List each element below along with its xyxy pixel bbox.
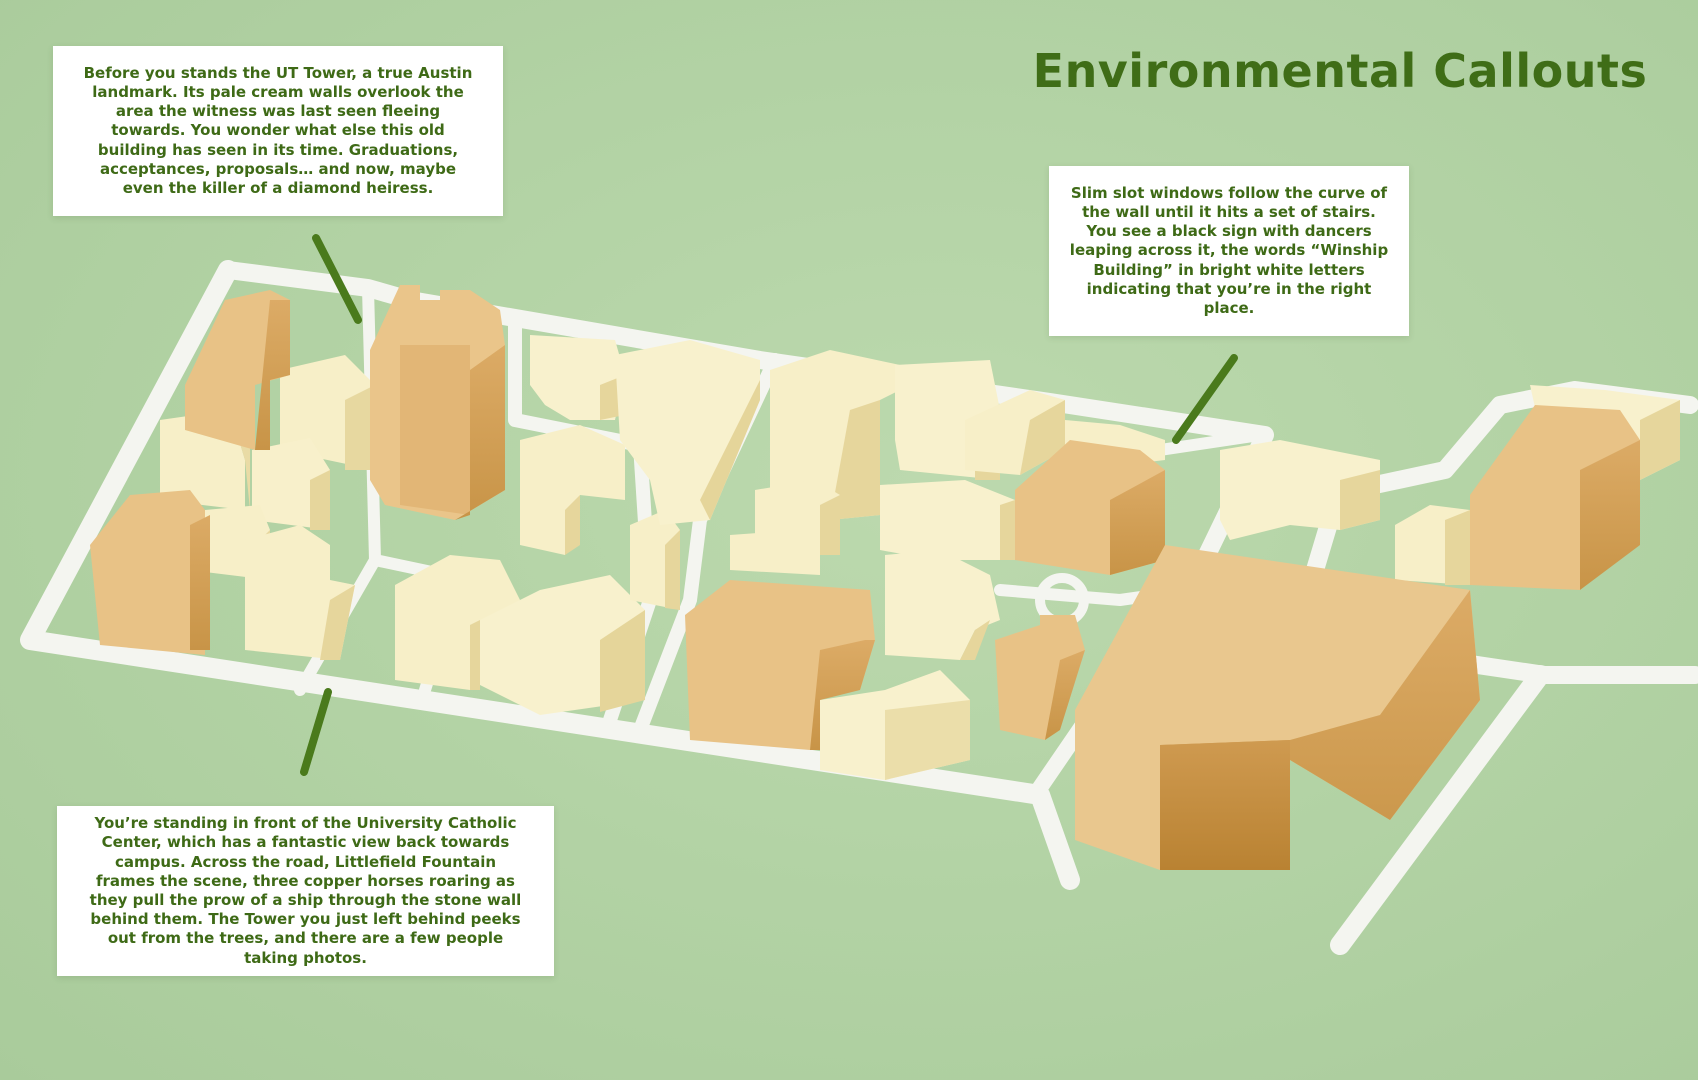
callout-text: Slim slot windows follow the curve of th… [1069,183,1389,317]
pointer-winship [1172,354,1238,444]
building [1220,440,1380,540]
callout-pointers [300,234,1238,776]
callout-text: Before you stands the UT Tower, a true A… [83,63,473,197]
building [995,615,1085,740]
building [885,550,1000,660]
building [185,290,290,450]
cream-buildings [160,335,1680,780]
building [630,510,680,610]
building [530,335,625,420]
callout-catholic-center: You’re standing in front of the Universi… [57,806,554,976]
building [90,490,210,655]
callout-winship-building: Slim slot windows follow the curve of th… [1049,166,1409,336]
building [1015,440,1165,575]
building [770,350,900,520]
pointer-catholic [300,688,332,776]
building [820,670,970,780]
building [730,530,820,575]
building [685,580,875,750]
building [1470,405,1640,590]
building [480,575,645,715]
building [395,555,520,690]
building [880,480,1015,560]
pointer-tower [312,234,362,324]
ut-tower [370,285,505,520]
building [520,425,625,555]
building [252,438,330,530]
page-title: Environmental Callouts [1032,44,1648,98]
building [1395,505,1470,585]
large-building [1075,545,1480,870]
orange-buildings [90,285,1640,870]
building [245,525,355,660]
callout-ut-tower: Before you stands the UT Tower, a true A… [53,46,503,216]
callout-text: You’re standing in front of the Universi… [89,814,522,967]
building [615,340,760,525]
